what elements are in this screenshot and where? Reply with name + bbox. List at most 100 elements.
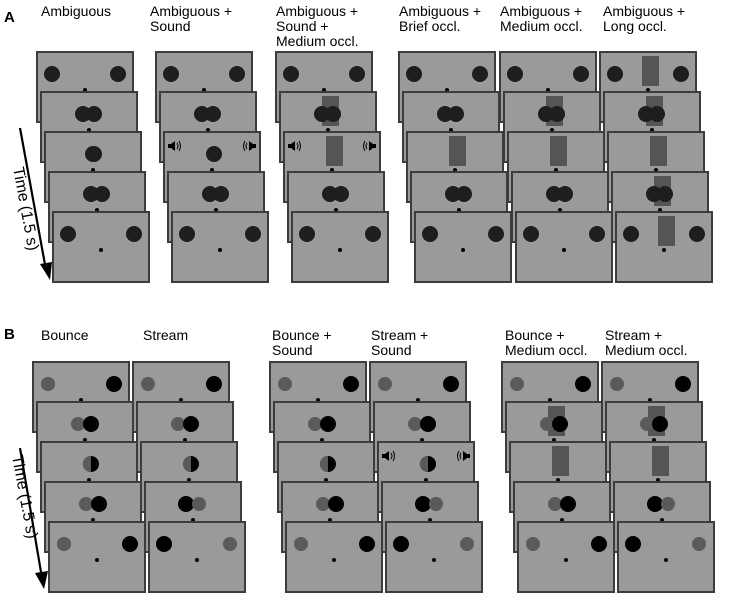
ball-black [675,376,691,392]
ball [333,186,349,202]
column-header-line: Medium occl. [605,342,687,358]
frame-background [414,211,512,283]
ball-black [206,376,222,392]
ball-gray-half [83,456,91,472]
frame-background [617,521,715,593]
ball [507,66,523,82]
frame-background [148,521,246,593]
speaker-icon [363,140,376,152]
column-header-line: Stream [143,327,188,343]
ball-gray [223,537,237,551]
stimulus-frame [48,521,146,593]
ball [607,66,623,82]
ball-gray [540,417,554,431]
ball-black [420,416,436,432]
ball [422,226,438,242]
ball-black [652,416,668,432]
fixation-dot [195,558,199,562]
speaker-icon [288,140,301,152]
stimulus-frame [285,521,383,593]
fixation-dot [664,558,668,562]
speaker-icon [168,140,181,152]
ball-black [320,416,336,432]
ball [283,66,299,82]
ball-gray [510,377,524,391]
column-header-line: Medium occl. [276,33,358,49]
ball [638,106,654,122]
ball [657,186,673,202]
column-header-line: Long occl. [603,18,667,34]
ball-gray [661,497,675,511]
time-label: Time (1.5 s) [9,166,41,252]
speaker-icon [457,450,470,462]
ball [406,66,422,82]
frame-background [517,521,615,593]
ball-gray [294,537,308,551]
ball [86,106,102,122]
occluder [650,136,667,166]
column-header-line: Ambiguous + [276,3,358,19]
occluder [326,136,343,166]
column-header-line: Bounce + [505,327,565,343]
column-header-line: Medium occl. [500,18,582,34]
ball [322,186,338,202]
ball-gray [548,497,562,511]
ball-black [575,376,591,392]
stimulus-frame [52,211,150,283]
ball [445,186,461,202]
ball [163,66,179,82]
ball [549,106,565,122]
ball [456,186,472,202]
fixation-dot [564,558,568,562]
frame-background [385,521,483,593]
ball [689,226,705,242]
stimulus-frame [385,521,483,593]
ball [213,186,229,202]
ball-black [328,496,344,512]
ball-black [122,536,138,552]
fixation-dot [332,558,336,562]
frame-background [285,521,383,593]
ball-black [443,376,459,392]
ball-gray [41,377,55,391]
ball [649,106,665,122]
ball [546,186,562,202]
ball [202,186,218,202]
ball-gray [308,417,322,431]
ball [646,186,662,202]
ball [205,106,221,122]
panel-labels: A B [4,9,15,343]
fixation-dot [662,248,666,252]
ball-black [183,416,199,432]
time-arrow-head [40,262,52,280]
ball [523,226,539,242]
ball-gray [526,537,540,551]
ball [437,106,453,122]
ball [299,226,315,242]
ball-black [359,536,375,552]
ball [110,66,126,82]
ball [126,226,142,242]
speaker-icon [382,450,395,462]
column-header-line: Ambiguous + [500,3,582,19]
ball [349,66,365,82]
ball-gray-half [420,456,428,472]
ball [229,66,245,82]
ball-black [625,536,641,552]
ball-black [91,496,107,512]
ball [589,226,605,242]
frame-background [48,521,146,593]
ball-gray [79,497,93,511]
time-label: Time (1.5 s) [8,454,40,540]
column-header-line: Stream + [371,327,428,343]
ball [75,106,91,122]
ball-gray [141,377,155,391]
ball [623,226,639,242]
stimulus-frame [517,521,615,593]
column-header-line: Ambiguous [41,3,111,19]
ball-gray [57,537,71,551]
time-arrow-shaft [18,127,48,271]
ball-black [560,496,576,512]
